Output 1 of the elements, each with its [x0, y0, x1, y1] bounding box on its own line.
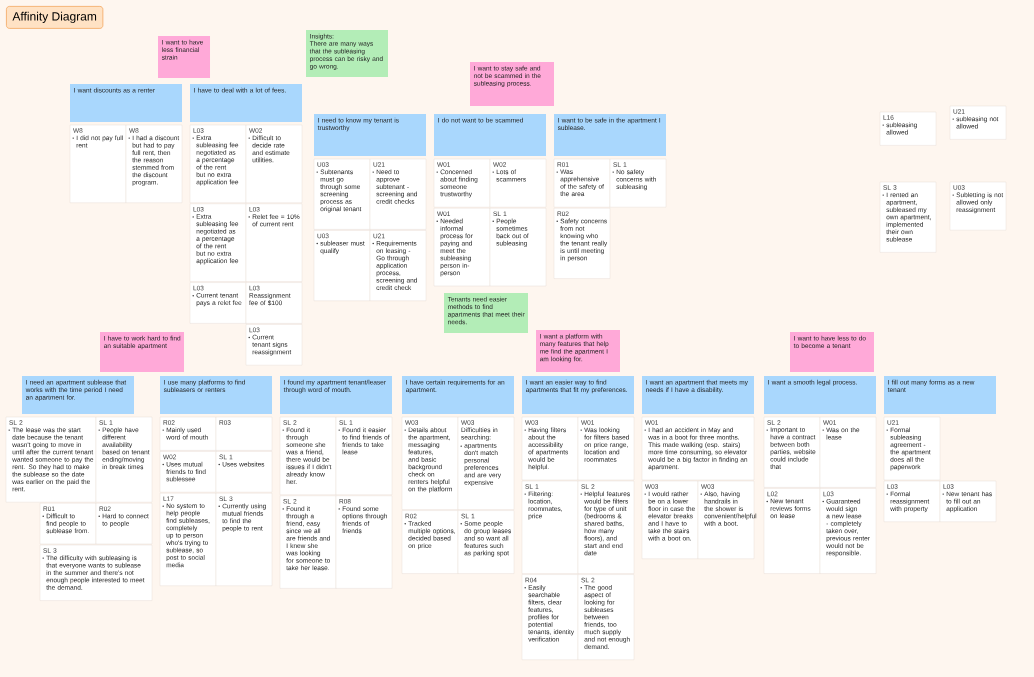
title-badge: Affinity Diagram [6, 6, 104, 29]
